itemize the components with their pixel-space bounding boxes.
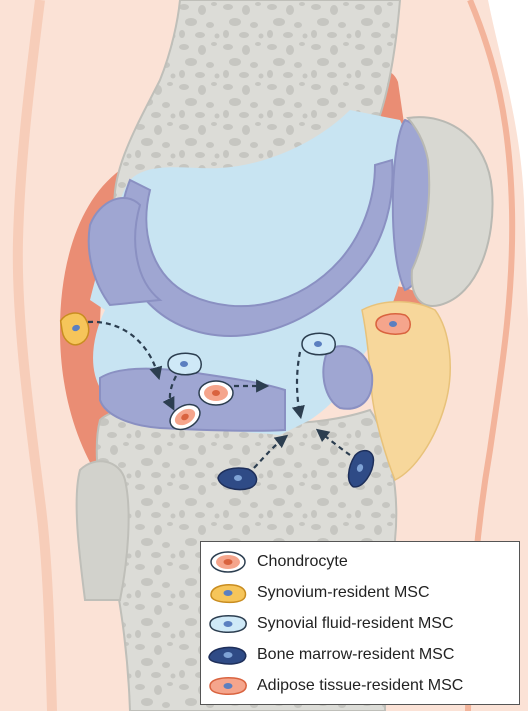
bone-marrow-msc-cell — [218, 468, 257, 490]
chondrocyte-cell — [199, 381, 233, 405]
adipose-msc-icon — [207, 674, 249, 698]
legend-item-synovial-fluid-msc: Synovial fluid-resident MSC — [207, 612, 454, 636]
legend-item-adipose-msc: Adipose tissue-resident MSC — [207, 674, 463, 698]
legend-label: Adipose tissue-resident MSC — [257, 677, 463, 695]
legend-label: Synovial fluid-resident MSC — [257, 615, 454, 633]
legend-label: Synovium-resident MSC — [257, 584, 430, 602]
legend-item-bone-marrow-msc: Bone marrow-resident MSC — [207, 643, 454, 667]
legend-label: Chondrocyte — [257, 553, 348, 571]
bone-marrow-msc-icon — [207, 643, 249, 667]
fibula — [77, 461, 129, 600]
legend-item-chondrocyte: Chondrocyte — [207, 550, 348, 574]
legend: Chondrocyte Synovium-resident MSC Synovi… — [200, 541, 520, 705]
synovial-fluid-msc-cell — [168, 353, 201, 374]
adipose-msc-cell — [376, 314, 410, 334]
legend-label: Bone marrow-resident MSC — [257, 646, 454, 664]
chondrocyte-icon — [207, 550, 249, 574]
synovial-fluid-msc-cell — [302, 333, 335, 354]
legend-item-synovium-msc: Synovium-resident MSC — [207, 581, 430, 605]
synovium-msc-icon — [207, 581, 249, 605]
synovial-fluid-msc-icon — [207, 612, 249, 636]
